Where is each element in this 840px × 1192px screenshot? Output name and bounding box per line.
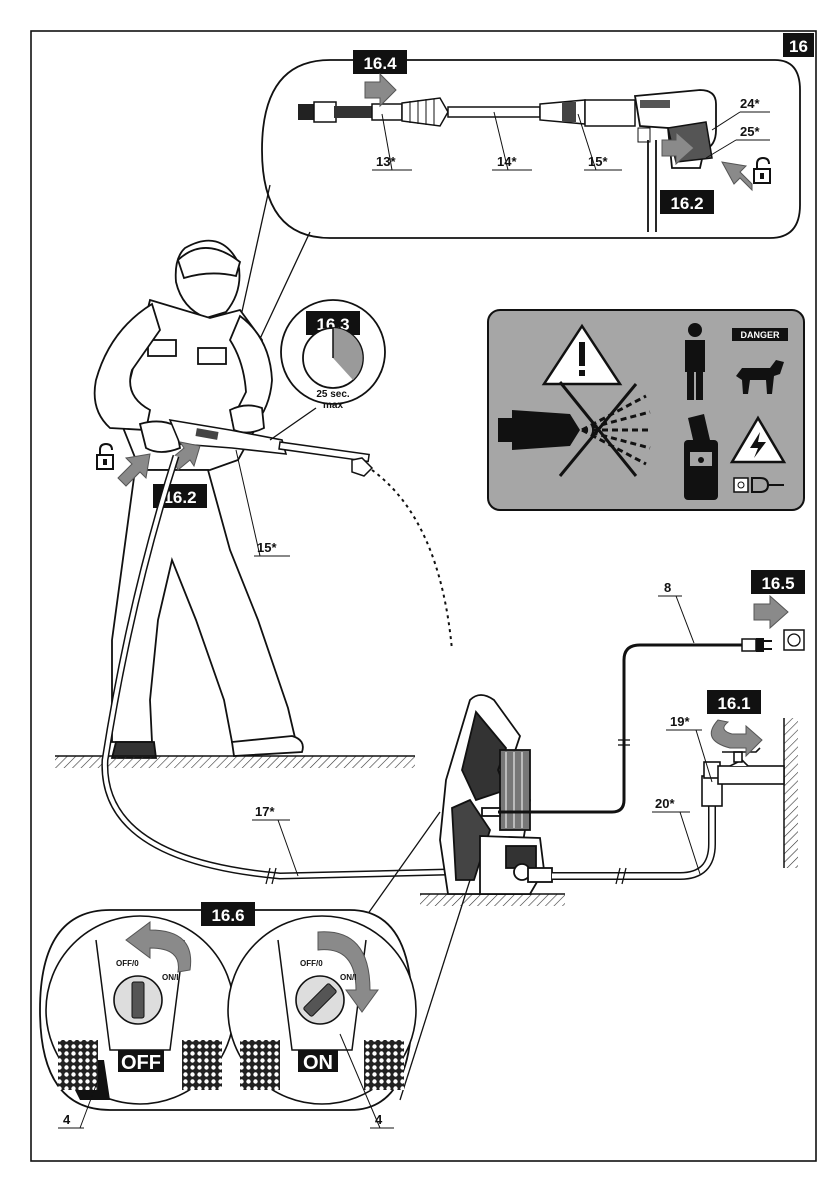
step-badge-16-4: 16.4 <box>353 50 407 74</box>
ground-right <box>420 894 565 906</box>
socket-icon <box>784 630 804 650</box>
ground-left <box>55 756 415 768</box>
switch-detail-panel: 16.6 OFF/0 ON/I OFF <box>40 812 470 1110</box>
timer-callout: 16.3 25 sec. max <box>270 300 385 440</box>
switch-on-view: OFF/0 ON/I ON <box>228 916 416 1104</box>
step-badge-16-6: 16.6 <box>201 902 255 926</box>
page-number-badge: 16 <box>783 33 814 57</box>
svg-text:4: 4 <box>63 1112 71 1127</box>
switch-off-view: OFF/0 ON/I OFF <box>46 916 234 1104</box>
state-off-label: OFF <box>121 1052 161 1074</box>
page-number: 16 <box>789 37 808 56</box>
timer-line-1: 25 sec. <box>316 389 350 400</box>
step-badge-16-2-detail: 16.2 <box>660 190 714 214</box>
svg-text:17*: 17* <box>255 804 275 819</box>
svg-text:15*: 15* <box>257 540 277 555</box>
state-on-label: ON <box>303 1052 333 1074</box>
arrow-right-icon <box>754 596 788 628</box>
switch-off-label-2: OFF/0 <box>300 959 323 968</box>
step-badge-16-1: 16.1 <box>707 690 761 714</box>
svg-text:13*: 13* <box>376 154 396 169</box>
svg-text:4: 4 <box>375 1112 383 1127</box>
plug-icon <box>742 638 772 652</box>
switch-on-label-2: ON/I <box>340 973 356 982</box>
timer-line-2: max <box>323 400 343 411</box>
switch-off-label: OFF/0 <box>116 959 139 968</box>
step-label-16-4: 16.4 <box>363 54 397 73</box>
switch-on-label: ON/I <box>162 973 178 982</box>
stopwatch-icon <box>303 328 363 388</box>
danger-tag: DANGER <box>732 328 788 341</box>
svg-text:24*: 24* <box>740 96 760 111</box>
part-label-15: 15* <box>236 450 290 556</box>
step-label-16-2-detail: 16.2 <box>670 194 703 213</box>
part-label-8: 8 <box>658 580 694 643</box>
step-label-16-6: 16.6 <box>211 906 244 925</box>
svg-text:14*: 14* <box>497 154 517 169</box>
svg-text:25*: 25* <box>740 124 760 139</box>
svg-text:15*: 15* <box>588 154 608 169</box>
svg-text:20*: 20* <box>655 796 675 811</box>
step-label-16-1: 16.1 <box>717 694 750 713</box>
lock-open-icon <box>97 444 113 469</box>
svg-text:19*: 19* <box>670 714 690 729</box>
part-label-17: 17* <box>252 804 298 876</box>
pressure-washer-unit <box>440 695 552 894</box>
part-label-20: 20* <box>652 796 700 874</box>
wall <box>784 718 798 868</box>
danger-label: DANGER <box>740 330 780 340</box>
step-label-16-5: 16.5 <box>761 574 794 593</box>
spray-trajectory <box>372 470 452 650</box>
water-tap <box>702 748 784 806</box>
rotate-arrow-icon <box>711 720 762 756</box>
safety-warning-panel: DANGER <box>488 310 804 510</box>
svg-text:8: 8 <box>664 580 671 595</box>
step-badge-16-5: 16.5 <box>751 570 805 594</box>
